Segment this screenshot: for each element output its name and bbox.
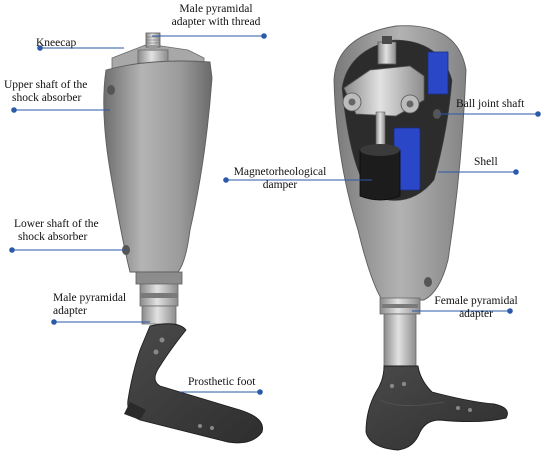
right-prosthetic-foot: [365, 365, 508, 451]
label-line: damper: [262, 179, 298, 191]
right-top-threaded-adapter: [377, 41, 397, 65]
label-line: Female pyramidal: [434, 295, 518, 307]
label-shell: Shell: [474, 156, 498, 168]
right-prosthesis: [333, 25, 508, 451]
label-prosthetic-foot: Prosthetic foot: [188, 376, 256, 388]
lower-hole: [424, 277, 432, 287]
label-male-pyramidal-adapter: Male pyramidal adapter: [53, 292, 126, 318]
label-female-pyramidal-adapter: Female pyramidal adapter: [420, 295, 532, 321]
right-pylon: [383, 313, 417, 367]
left-prosthesis: [103, 32, 263, 444]
label-line: Male pyramidal: [179, 3, 253, 15]
upper-shaft-hole: [107, 85, 115, 95]
label-line: Upper shaft of the: [4, 79, 88, 91]
damper-rod: [375, 111, 386, 149]
label-line: Magnetorheological: [233, 166, 327, 178]
label-male-pyramidal-adapter-with-thread: Male pyramidal adapter with thread: [156, 3, 276, 29]
label-lower-shaft: Lower shaft of the shock absorber: [14, 218, 99, 244]
left-male-pyramidal-adapter: [141, 305, 177, 325]
label-kneecap: Kneecap: [36, 37, 77, 49]
label-line: Lower shaft of the: [14, 218, 99, 230]
label-line: adapter with thread: [171, 16, 261, 28]
left-prosthetic-foot: [127, 323, 263, 444]
label-line: shock absorber: [18, 231, 88, 243]
label-line: adapter: [459, 308, 493, 320]
left-bottom-collar: [135, 271, 183, 285]
label-line: shock absorber: [12, 92, 82, 104]
label-upper-shaft: Upper shaft of the shock absorber: [4, 79, 87, 105]
label-magnetorheological-damper: Magnetorheological damper: [220, 166, 340, 192]
label-line: adapter: [53, 305, 87, 317]
label-ball-joint-shaft: Ball joint shaft: [456, 98, 525, 110]
left-shell: [103, 60, 213, 273]
leader-lines: [9, 33, 541, 395]
blue-part-top: [427, 51, 449, 95]
label-line: Male pyramidal: [53, 292, 127, 304]
